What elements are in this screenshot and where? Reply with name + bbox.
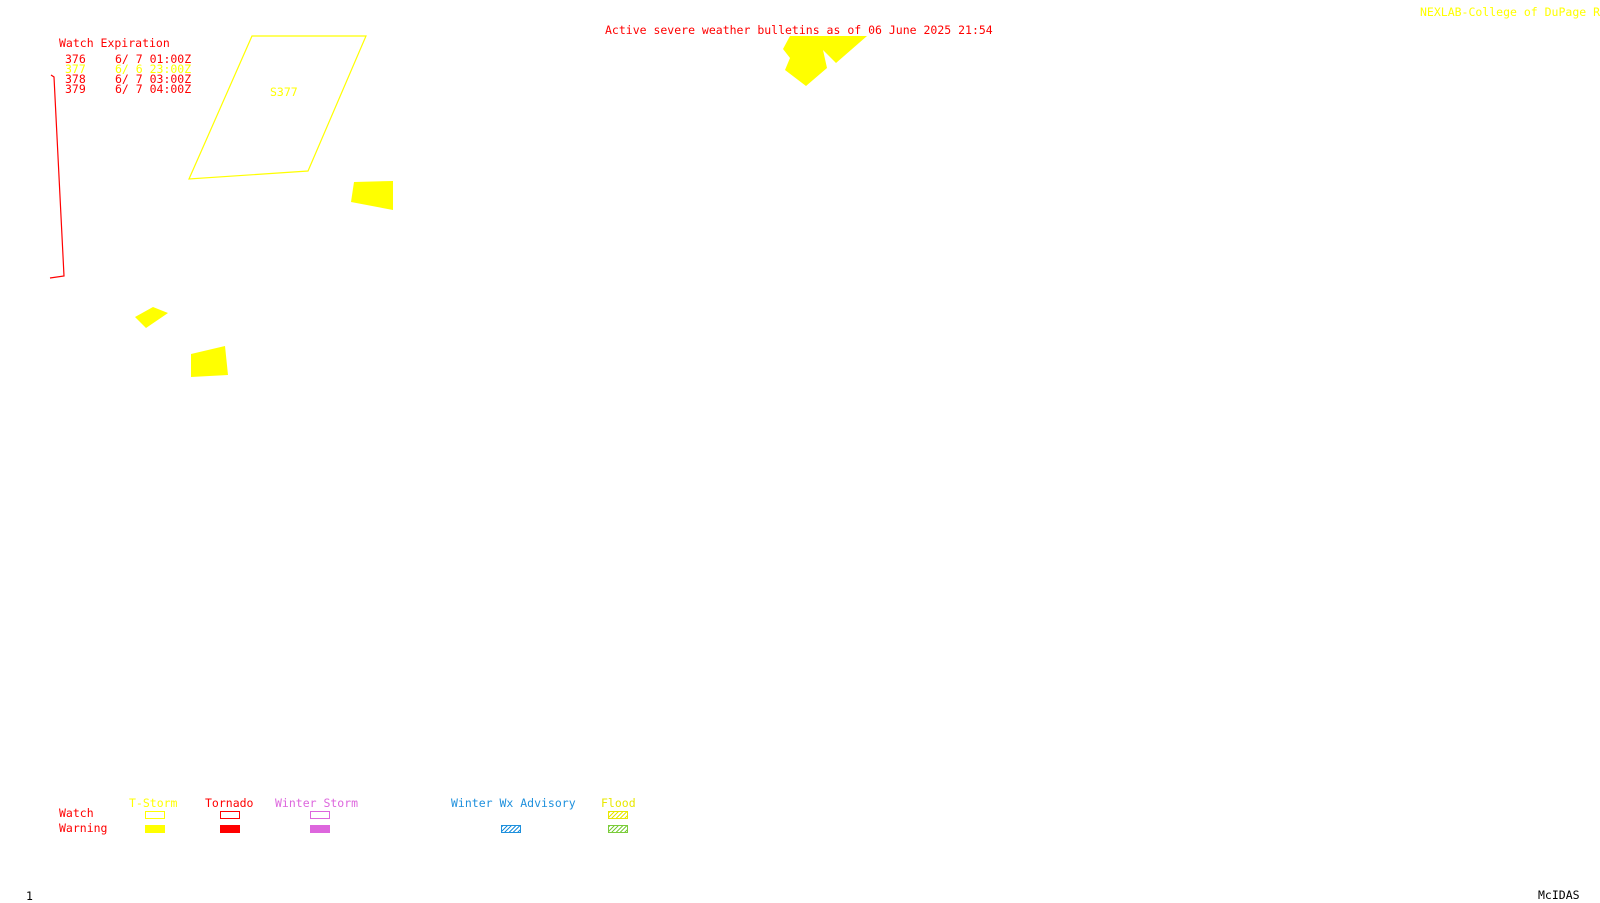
legend-warning-swatch bbox=[501, 825, 521, 833]
legend-watch-swatch bbox=[608, 811, 628, 819]
legend-column-label: Flood bbox=[601, 796, 636, 810]
legend-column-label: Winter Wx Advisory bbox=[451, 796, 576, 810]
watch-id: 379 bbox=[65, 82, 86, 96]
legend-watch-label: Watch bbox=[59, 806, 94, 820]
watch-expiration-time: 6/ 6 23:00Z bbox=[115, 62, 192, 76]
legend-column-label: Tornado bbox=[205, 796, 254, 810]
legend-column-label: T-Storm bbox=[129, 796, 178, 810]
legend-watch-swatch bbox=[310, 811, 330, 819]
legend-warning-swatch bbox=[145, 825, 165, 833]
legend-watch-swatch bbox=[145, 811, 165, 819]
legend-watch-swatch bbox=[220, 811, 240, 819]
watch-table-heading: Watch Expiration bbox=[59, 36, 170, 50]
tornado-watch-outline bbox=[49, 74, 65, 279]
watch-id: 376 bbox=[65, 52, 86, 66]
watch-377-label: S377 bbox=[270, 85, 298, 99]
source-label: NEXLAB-College of DuPage R bbox=[1420, 5, 1600, 19]
tstorm-warning-4 bbox=[191, 346, 228, 377]
legend-warning-swatch bbox=[310, 825, 330, 833]
watch-id: 377 bbox=[65, 62, 86, 76]
frame-number: 1 bbox=[26, 889, 33, 903]
watch-377-outline bbox=[188, 35, 367, 180]
bulletin-title: Active severe weather bulletins as of 06… bbox=[605, 23, 993, 37]
legend-column-label: Winter Storm bbox=[275, 796, 359, 810]
legend-warning-label: Warning bbox=[59, 821, 108, 835]
software-label: McIDAS bbox=[1538, 888, 1580, 902]
watch-id: 378 bbox=[65, 72, 86, 86]
tstorm-warning-3 bbox=[135, 307, 168, 328]
legend-warning-swatch bbox=[608, 825, 628, 833]
watch-expiration-time: 6/ 7 01:00Z bbox=[115, 52, 192, 66]
legend-warning-swatch bbox=[220, 825, 240, 833]
watch-expiration-time: 6/ 7 03:00Z bbox=[115, 72, 192, 86]
tstorm-warning-2 bbox=[351, 181, 393, 210]
tstorm-warning-1 bbox=[783, 36, 867, 86]
watch-expiration-time: 6/ 7 04:00Z bbox=[115, 82, 192, 96]
